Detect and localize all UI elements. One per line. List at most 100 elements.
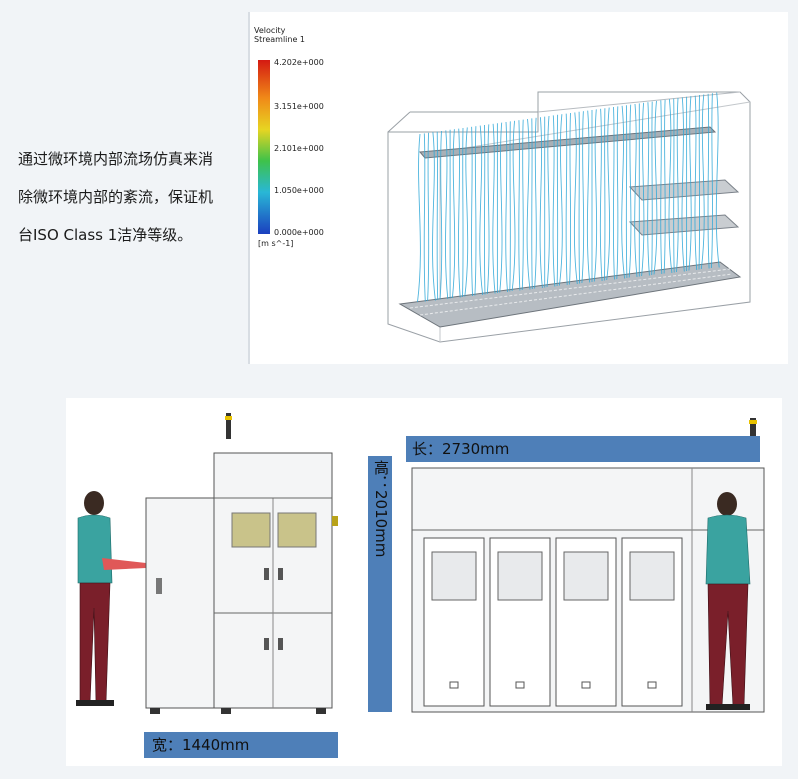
load-port-window [497, 551, 543, 601]
streamline [526, 118, 531, 290]
streamline [612, 106, 615, 280]
streamline [663, 99, 666, 274]
streamline [673, 98, 675, 273]
streamline [486, 124, 490, 295]
streamline [710, 93, 714, 269]
streamline [458, 128, 461, 298]
machine-dimensions-panel: 长：2730mm 高：2010mm 宽：1440mm [66, 398, 782, 766]
streamline [436, 131, 439, 301]
streamline [439, 130, 443, 300]
streamline [474, 126, 477, 296]
load-port-window [563, 551, 609, 601]
legend-tick-4: 1.050e+000 [274, 186, 324, 195]
streamline [676, 97, 679, 273]
legend-title: Velocity Streamline 1 [254, 26, 344, 44]
load-port-handle [647, 681, 657, 689]
streamline [681, 97, 685, 272]
streamline [552, 115, 556, 287]
streamline [556, 114, 559, 287]
load-port-handle [449, 681, 459, 689]
streamline [606, 107, 611, 281]
streamline [462, 127, 464, 298]
streamline [558, 114, 563, 286]
streamline [653, 100, 658, 275]
streamline [518, 120, 521, 291]
streamline [483, 124, 486, 295]
streamline [621, 105, 626, 279]
intro-line-1: 通过微环境内部流场仿真来消 [18, 150, 214, 168]
machine-side-view [76, 413, 338, 714]
streamline [578, 111, 581, 284]
streamline [593, 109, 598, 282]
streamline [445, 130, 449, 300]
streamlines [417, 92, 720, 303]
streamline [432, 132, 436, 301]
height-dimension-bar: 高：2010mm [368, 456, 392, 712]
legend-title-line-2: Streamline 1 [254, 35, 306, 44]
load-port-handle [581, 681, 591, 689]
streamline [700, 94, 705, 270]
streamline [479, 125, 484, 296]
velocity-legend: Velocity Streamline 1 4.202e+000 3.151e+… [254, 26, 344, 248]
streamline [565, 113, 568, 286]
legend-unit: [m s^-1] [258, 239, 294, 248]
streamline [698, 94, 701, 270]
streamline [634, 103, 638, 278]
streamline [423, 133, 426, 302]
streamline [509, 121, 511, 292]
streamline [660, 100, 663, 275]
streamline [707, 93, 710, 269]
legend-title-line-1: Velocity [254, 26, 286, 35]
streamline [694, 95, 698, 271]
load-ports [423, 537, 683, 707]
streamline [427, 132, 430, 302]
person-figure-left [76, 491, 146, 706]
width-dimension-label: 宽：1440mm [144, 732, 338, 758]
streamline [641, 102, 645, 277]
streamline [451, 129, 456, 299]
streamline [688, 96, 692, 271]
streamline [492, 123, 496, 294]
legend-tick-max: 4.202e+000 [274, 58, 324, 67]
person-figure-right [705, 492, 751, 710]
streamline [581, 111, 585, 284]
streamline [599, 108, 603, 282]
intro-line-3: 台ISO Class 1洁净等级。 [18, 226, 193, 244]
streamline [628, 104, 632, 278]
height-dimension-label: 高：2010mm [372, 460, 390, 558]
streamline [521, 119, 524, 291]
streamline [603, 108, 606, 281]
intro-text: 通过微环境内部流场仿真来消 除微环境内部的紊流，保证机 台ISO Class 1… [18, 140, 240, 254]
streamline [668, 99, 673, 274]
length-dimension-label: 长：2730mm [406, 436, 760, 462]
streamline [464, 127, 469, 297]
flow-simulation-panel: Velocity Streamline 1 4.202e+000 3.151e+… [248, 12, 788, 364]
legend-color-bar [258, 60, 270, 234]
streamline [499, 122, 503, 293]
streamline [586, 110, 591, 283]
legend-tick-min: 0.000e+000 [274, 228, 324, 237]
load-port-window [431, 551, 477, 601]
streamline [651, 101, 653, 276]
legend-tick-3: 2.101e+000 [274, 144, 324, 153]
streamline [715, 92, 720, 268]
streamline [531, 118, 533, 290]
streamline [511, 120, 516, 292]
streamline [505, 121, 508, 293]
streamline [539, 117, 543, 289]
legend-tick-2: 3.151e+000 [274, 102, 324, 111]
streamline [569, 112, 572, 285]
streamline-model-view [387, 91, 751, 343]
streamline [534, 117, 537, 289]
intro-line-2: 除微环境内部的紊流，保证机 [18, 188, 214, 206]
load-port-window [629, 551, 675, 601]
streamline [470, 126, 474, 297]
load-port-handle [515, 681, 525, 689]
machine-front-view [411, 418, 765, 713]
streamline [417, 133, 421, 303]
streamline [625, 105, 628, 279]
streamline [546, 115, 550, 288]
streamline [573, 112, 578, 285]
streamline [616, 106, 619, 280]
streamline [647, 102, 650, 276]
